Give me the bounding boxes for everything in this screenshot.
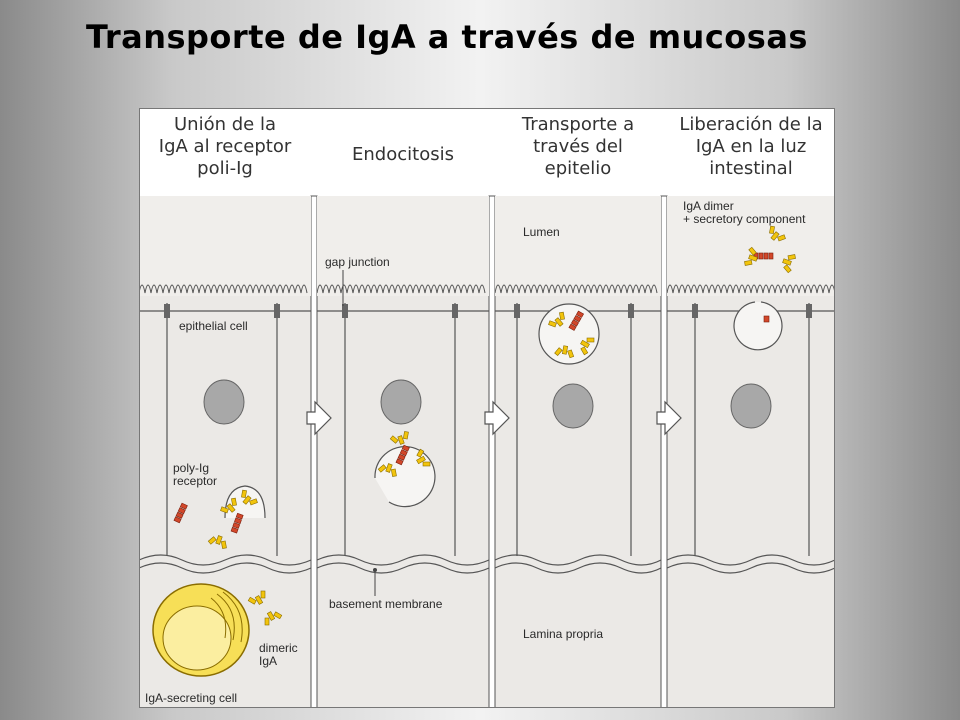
- nucleus: [380, 379, 422, 425]
- iga-transport-figure: Unión de la IgA al receptor poli-Ig Endo…: [139, 108, 835, 708]
- diagram-graphics: [139, 108, 835, 708]
- nucleus: [730, 383, 772, 429]
- panel-2-title: Endocitosis: [352, 144, 454, 165]
- poly-ig-receptor-label: poly-Ig receptor: [173, 461, 218, 488]
- iga-dimer-label: IgA dimer + secretory component: [683, 199, 806, 226]
- arrow-right-icon: [656, 400, 682, 436]
- step-arrows: [306, 400, 682, 436]
- lumen-label: Lumen: [523, 225, 560, 239]
- nucleus: [552, 383, 594, 429]
- arrow-right-icon: [306, 400, 332, 436]
- panel-4-release: [733, 224, 798, 351]
- arrow-right-icon: [484, 400, 510, 436]
- basement-membrane-label: basement membrane: [329, 597, 443, 611]
- dimeric-iga-label: dimeric IgA: [259, 641, 298, 668]
- nucleus: [203, 379, 245, 425]
- nuclei: [203, 379, 772, 429]
- panel-2-endocytic-vesicle: [374, 429, 436, 508]
- gap-junction-label: gap junction: [325, 255, 390, 269]
- microvilli: [139, 284, 835, 294]
- basement-membrane: [139, 554, 835, 574]
- panel-1-title: Unión de la IgA al receptor poli-Ig: [158, 114, 292, 179]
- panel-3-transport-vesicle: [538, 303, 600, 365]
- epithelial-cell-label: epithelial cell: [179, 319, 248, 333]
- slide-title: Transporte de IgA a través de mucosas: [86, 18, 808, 56]
- panel-4-title: Liberación de la IgA en la luz intestina…: [679, 114, 823, 179]
- iga-secreting-cell-label: IgA-secreting cell: [145, 691, 238, 705]
- lamina-propria-label: Lamina propria: [523, 627, 604, 641]
- panel-1-receptor-binding: [173, 485, 266, 551]
- iga-secreting-cell: [152, 583, 250, 677]
- panel-3-title: Transporte a través del epitelio: [521, 114, 635, 179]
